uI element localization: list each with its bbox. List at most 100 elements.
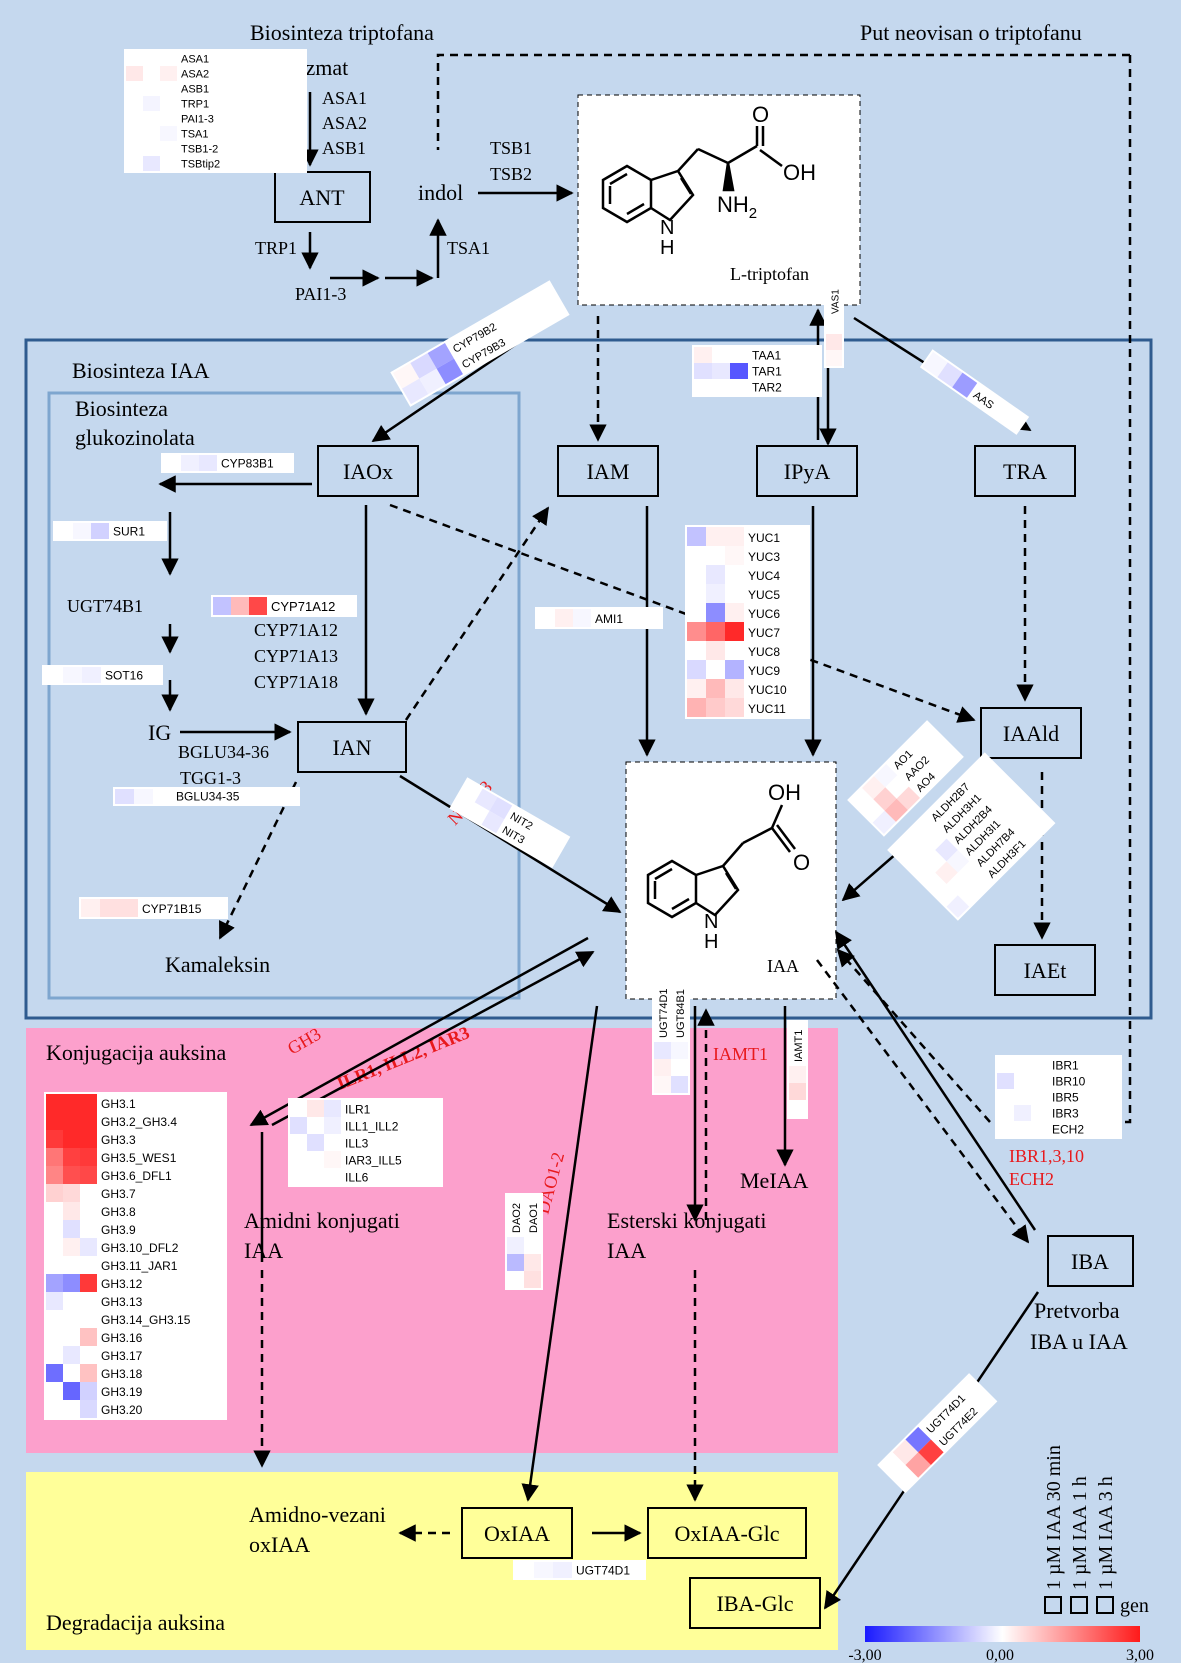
iaa-biosynthesis-region (24, 338, 1153, 1020)
heatmap-cell (46, 1346, 63, 1364)
heatmap-gene-label: ECH2 (1052, 1122, 1084, 1136)
iba-box (1047, 1235, 1134, 1287)
heatmap-cell (290, 1117, 307, 1134)
trp-n-label: N (660, 217, 674, 239)
heatmap-cell (1014, 1057, 1031, 1073)
heatmap-cell (896, 786, 921, 810)
heatmap-cell (63, 1130, 80, 1148)
heatmap-cell (997, 1121, 1014, 1137)
heatmap-gene-label: GH3.10_DFL2 (101, 1241, 179, 1255)
heatmap-cell (507, 1254, 524, 1271)
legend-col-3: 1 µM IAA 3 h (1095, 1476, 1117, 1590)
ian-label: IAN (332, 735, 371, 760)
heatmap-cell (1031, 1073, 1048, 1089)
legend-box-3 (1096, 1596, 1114, 1614)
heatmap-cell (1031, 1089, 1048, 1105)
heatmap-cell (91, 523, 109, 539)
heatmap-gene-label: GH3.19 (101, 1385, 143, 1399)
heatmap-cell (826, 334, 842, 350)
heatmap-cell (507, 1237, 524, 1254)
kamaleksin-label: Kamaleksin (165, 952, 270, 977)
heatmap-cyp71b15: CYP71B15 (79, 897, 228, 919)
ant-label: ANT (299, 185, 345, 210)
heatmap-iamt1: IAMT1 (787, 1020, 808, 1119)
heatmap-cell (826, 318, 842, 334)
heatmap-cell (80, 1166, 97, 1184)
heatmap-cell (534, 1562, 553, 1578)
heatmap-gene-label: CYP71A12 (271, 599, 335, 614)
heatmap-cell (119, 899, 138, 917)
heatmap-bglu: BGLU34-35 (113, 787, 300, 806)
heatmap-cell (126, 81, 143, 96)
ipya-box (756, 445, 858, 497)
heatmap-cell (706, 584, 725, 603)
heatmap-cell (143, 141, 160, 156)
amidno-vezani-label-2: oxIAA (249, 1532, 310, 1557)
heatmap-gene-label: GH3.6_DFL1 (101, 1169, 172, 1183)
heatmap-cell (213, 597, 231, 615)
heatmap-gene-label: GH3.14_GH3.15 (101, 1313, 191, 1327)
heatmap-gene-label: PAI1-3 (181, 114, 214, 126)
heatmap-cell (466, 802, 490, 825)
amidni-label-2: IAA (244, 1238, 283, 1263)
enzyme-asa2: ASA2 (322, 113, 367, 133)
iaet-box (994, 944, 1096, 996)
heatmap-cell (126, 141, 143, 156)
heatmap-cell (115, 789, 134, 804)
heatmap-cell (324, 1151, 341, 1168)
heatmap-cell (46, 1328, 63, 1346)
heatmap-cell (706, 565, 725, 584)
heatmap-cell (290, 1100, 307, 1117)
heatmap-cell (46, 1130, 63, 1148)
heatmap-gene-label: GH3.17 (101, 1349, 143, 1363)
trp-o-label: O (752, 102, 769, 127)
heatmap-cell (143, 81, 160, 96)
heatmap-cell (850, 787, 874, 812)
heatmap-gene-label: ILR1 (345, 1102, 371, 1116)
heatmap-gene-label: YUC11 (748, 702, 786, 716)
heatmap-cell (46, 1382, 63, 1400)
esterski-label-2: IAA (607, 1238, 646, 1263)
heatmap-gene-label: GH3.16 (101, 1331, 143, 1345)
tryptophan-structure (601, 126, 783, 224)
heatmap-cell (712, 379, 730, 395)
heatmap-cell (937, 362, 963, 388)
heatmap-gene-label: IBR10 (1052, 1074, 1086, 1088)
heatmap-cell (997, 1073, 1014, 1089)
heatmap-cell (126, 126, 143, 141)
heatmap-gene-label: IAMT1 (793, 1030, 805, 1062)
heatmap-cell (290, 1168, 307, 1185)
heatmap-cell (160, 81, 177, 96)
heatmap-cell (884, 798, 908, 822)
heatmap-cell (160, 66, 177, 81)
heatmap-gene-label: YUC7 (748, 626, 780, 640)
enzyme-pai13: PAI1-3 (295, 284, 346, 304)
legend: 1 µM IAA 30 min 1 µM IAA 1 h 1 µM IAA 3 … (848, 1445, 1154, 1663)
heatmap-cell (873, 787, 897, 811)
heatmap-cell (826, 350, 842, 366)
trp-nh-sub: 2 (749, 205, 757, 222)
heatmap-cell (63, 1328, 80, 1346)
heatmap-cell (160, 126, 177, 141)
heatmap-cell (324, 1100, 341, 1117)
heatmap-vas1: VAS1 (824, 258, 844, 368)
heatmap-cell (80, 1184, 97, 1202)
l-tryptophan-box (577, 94, 861, 306)
heatmap-gene-label: TAA1 (752, 348, 781, 362)
heatmap-cell (63, 1382, 80, 1400)
heatmap-cell (82, 667, 101, 683)
heatmap-cell (80, 1202, 97, 1220)
iaald-label: IAAld (1003, 721, 1059, 746)
heatmap-cyp83b1: CYP83B1 (161, 453, 294, 473)
section-trp-independent: Put neovisan o triptofanu (860, 20, 1082, 45)
section-iaa-biosynthesis: Biosinteza IAA (72, 358, 210, 383)
heatmap-cell (160, 141, 177, 156)
heatmap-cell (46, 1220, 63, 1238)
heatmap-cell (671, 1059, 688, 1076)
heatmap-gene-label: ASA2 (181, 69, 209, 81)
heatmap-aldh: ALDH2B7ALDH3H1ALDH2B4ALDH3I1ALDH7B4ALDH3… (887, 752, 1056, 921)
heatmap-gene-label: GH3.7 (101, 1187, 136, 1201)
heatmap-gene-label: TSB1-2 (181, 144, 218, 156)
heatmap-cell (922, 351, 948, 378)
